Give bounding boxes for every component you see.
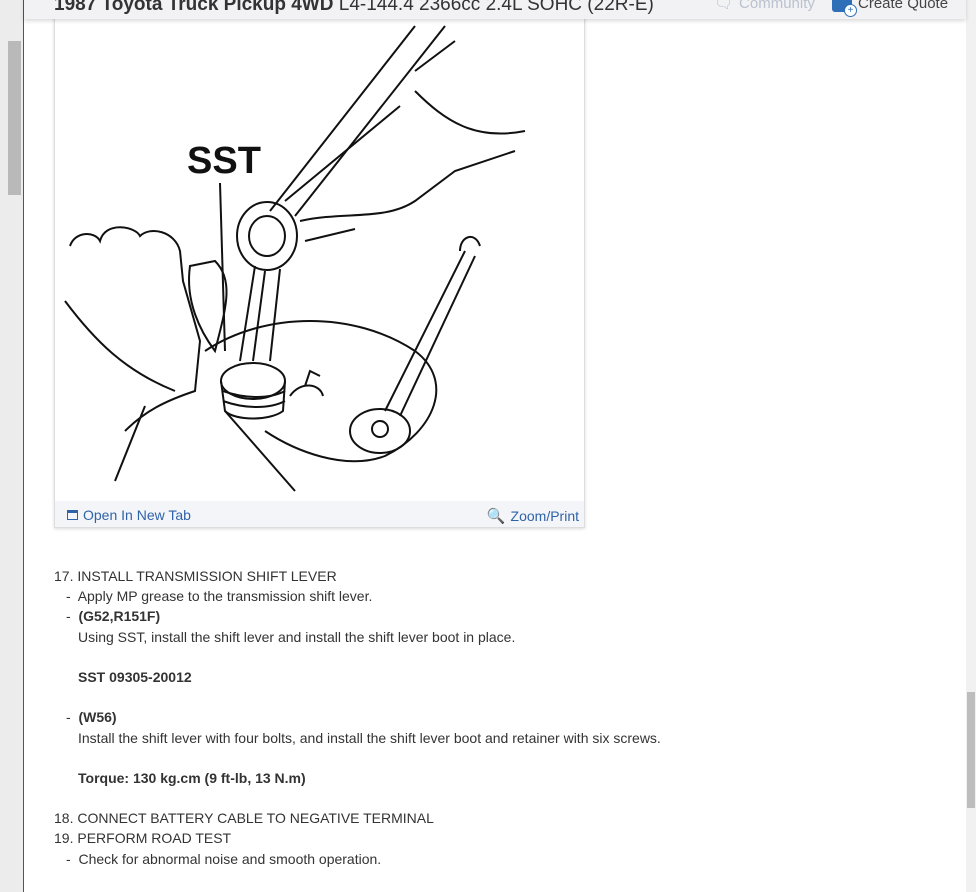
dash: - [66, 588, 71, 605]
dash: - [66, 608, 71, 625]
torque-spec: Torque: 130 kg.cm (9 ft-lb, 13 N.m) [78, 769, 306, 786]
dash: - [66, 709, 71, 726]
page-scrollbar[interactable] [966, 0, 976, 892]
list-item: - (W56) [54, 707, 661, 727]
list-item: - Apply MP grease to the transmission sh… [54, 586, 661, 606]
create-quote-label: Create Quote [858, 0, 949, 12]
step-heading: 18. CONNECT BATTERY CABLE TO NEGATIVE TE… [54, 810, 434, 827]
sst-label: SST [187, 140, 261, 182]
step-heading: 19. PERFORM ROAD TEST [54, 830, 232, 847]
item-text: Apply MP grease to the transmission shif… [77, 588, 373, 605]
left-scrollbar-thumb[interactable] [8, 41, 21, 195]
page-scrollbar-thumb[interactable] [967, 692, 975, 808]
model-codes: (G52,R151F) [78, 608, 161, 625]
diagram-figure: SST Open In New Tab 🔍Zoom/Print [54, 10, 585, 528]
zoom-print-label: Zoom/Print [510, 508, 579, 524]
community-label: Community [739, 0, 815, 12]
community-button[interactable]: 🗨 Community [714, 0, 815, 12]
item-text: Using SST, install the shift lever and i… [78, 628, 516, 645]
quote-add-icon [832, 0, 857, 17]
vehicle-title: 1987 Toyota Truck Pickup 4WD L4-144.4 23… [54, 0, 654, 16]
item-text: Check for abnormal noise and smooth oper… [78, 850, 382, 867]
procedure-steps: 17. INSTALL TRANSMISSION SHIFT LEVER - A… [54, 566, 661, 869]
step-heading: 17. INSTALL TRANSMISSION SHIFT LEVER [54, 568, 337, 584]
model-codes: (W56) [78, 709, 117, 726]
new-tab-icon [67, 510, 78, 520]
vehicle-model: 1987 Toyota Truck Pickup 4WD [54, 0, 334, 15]
open-in-new-tab-label: Open In New Tab [83, 507, 191, 523]
chat-icon: 🗨 [714, 0, 734, 12]
sst-number: SST 09305-20012 [78, 668, 192, 685]
shift-lever-illustration: SST [64, 25, 526, 492]
left-scrollbar[interactable] [0, 0, 24, 892]
vehicle-engine: L4-144.4 2366cc 2.4L SOHC (22R-E) [338, 0, 654, 15]
dash: - [66, 850, 71, 867]
zoom-print-link[interactable]: 🔍Zoom/Print [487, 507, 579, 525]
zoom-in-icon: 🔍 [486, 508, 506, 525]
list-item: - (G52,R151F) [54, 606, 661, 626]
figure-toolbar: Open In New Tab 🔍Zoom/Print [55, 501, 584, 527]
open-in-new-tab-link[interactable]: Open In New Tab [67, 507, 191, 523]
create-quote-button[interactable]: Create Quote [832, 0, 949, 17]
item-text: Install the shift lever with four bolts,… [78, 729, 661, 746]
list-item: - Check for abnormal noise and smooth op… [54, 849, 661, 869]
vehicle-header: 1987 Toyota Truck Pickup 4WD L4-144.4 23… [24, 0, 966, 19]
